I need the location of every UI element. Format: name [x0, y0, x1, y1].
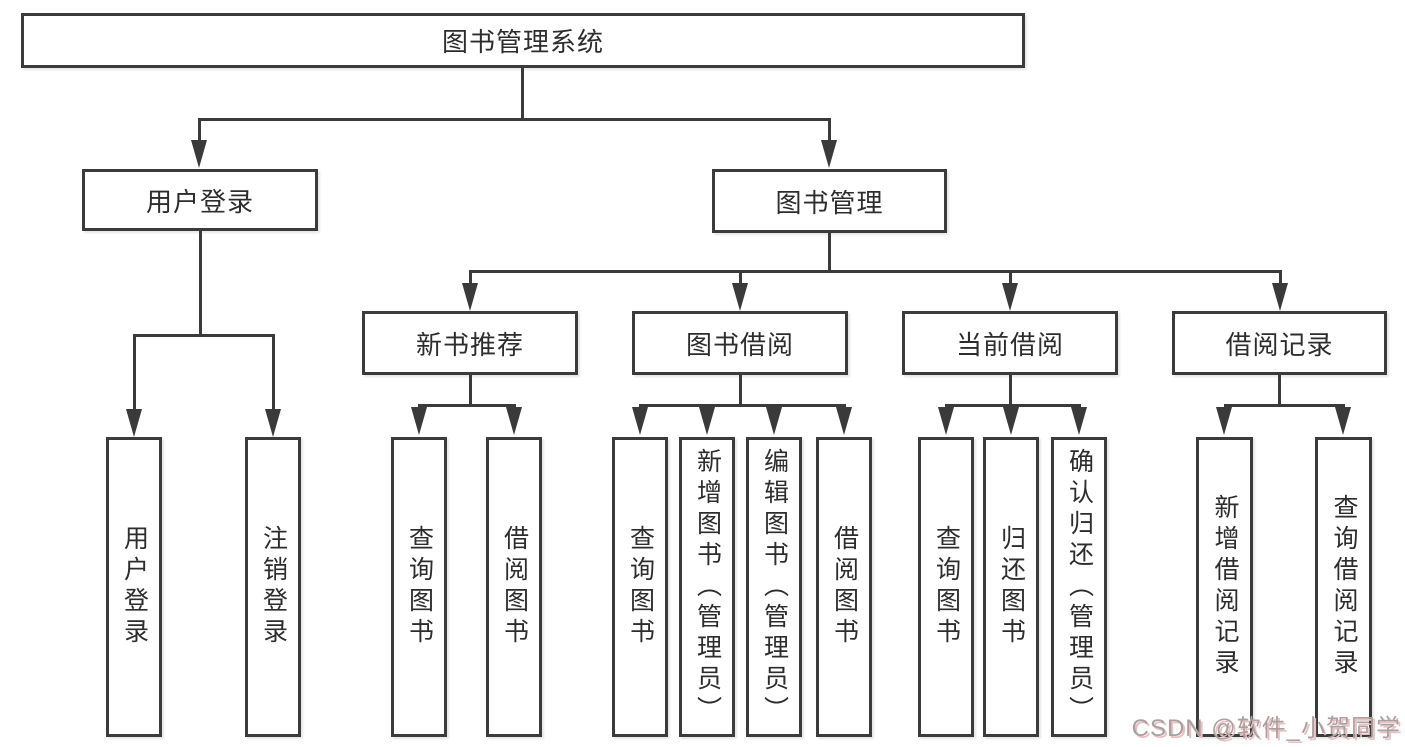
arrowhead-down-icon: [938, 407, 954, 435]
arrowhead-down-icon: [1335, 407, 1351, 435]
connector-line: [1008, 375, 1012, 407]
connector-line: [827, 118, 831, 144]
node-user-login-label: 用户登录: [145, 186, 254, 217]
connector-line: [1278, 375, 1281, 407]
node-current-borrowing-label: 当前借阅: [955, 329, 1064, 360]
leaf-add-book-admin: 新增图书（管理员）: [679, 437, 735, 737]
leaf-search-borrow-record: 查询借阅记录: [1315, 437, 1372, 737]
node-user-login: 用户登录: [82, 169, 318, 231]
arrowhead-down-icon: [699, 407, 715, 435]
node-book-borrowing-label: 图书借阅: [685, 329, 794, 360]
arrowhead-down-icon: [836, 407, 852, 435]
arrowhead-down-icon: [632, 407, 648, 435]
arrowhead-down-icon: [126, 409, 142, 437]
connector-line: [738, 375, 742, 407]
leaf-logout: 注销登录: [245, 437, 301, 737]
connector-line: [827, 233, 831, 273]
node-current-borrowing: 当前借阅: [902, 311, 1118, 375]
connector-line: [417, 404, 516, 407]
leaf-borrow-books-borrowing: 借阅图书: [816, 437, 872, 737]
arrowhead-down-icon: [1071, 407, 1087, 435]
arrowhead-down-icon: [1002, 283, 1018, 311]
connector-line: [132, 334, 136, 412]
node-borrowing-records: 借阅记录: [1172, 311, 1387, 375]
arrowhead-down-icon: [732, 283, 748, 311]
connector-line: [271, 334, 275, 412]
arrowhead-down-icon: [411, 407, 427, 435]
arrowhead-down-icon: [1272, 283, 1288, 311]
arrowhead-down-icon: [1003, 407, 1019, 435]
connector-line: [1223, 404, 1345, 407]
node-library-system: 图书管理系统: [21, 13, 1025, 68]
leaf-search-books-recommend: 查询图书: [391, 437, 447, 737]
connector-line: [1008, 270, 1012, 286]
leaf-borrow-books-recommend: 借阅图书: [486, 437, 542, 737]
leaf-add-borrow-record: 新增借阅记录: [1196, 437, 1253, 737]
arrowhead-down-icon: [1216, 407, 1232, 435]
node-book-borrowing: 图书借阅: [632, 311, 848, 375]
connector-line: [197, 118, 201, 144]
node-book-management: 图书管理: [712, 169, 947, 233]
connector-line: [132, 334, 275, 337]
arrowhead-down-icon: [766, 407, 782, 435]
csdn-watermark: CSDN @软件_小贺同学: [1131, 715, 1401, 742]
node-library-system-label: 图书管理系统: [441, 27, 604, 57]
leaf-return-book: 归还图书: [983, 437, 1039, 737]
connector-line: [738, 270, 742, 286]
connector-line: [521, 68, 524, 120]
arrowhead-down-icon: [191, 140, 207, 168]
connector-line: [468, 375, 472, 407]
arrowhead-down-icon: [821, 140, 837, 168]
connector-line: [198, 118, 831, 121]
node-book-management-label: 图书管理: [775, 187, 884, 218]
node-borrowing-records-label: 借阅记录: [1225, 329, 1334, 360]
connector-line: [198, 231, 202, 337]
node-new-book-recommend: 新书推荐: [362, 311, 578, 375]
leaf-user-login: 用户登录: [106, 437, 162, 737]
connector-line: [1278, 270, 1282, 286]
arrowhead-down-icon: [506, 407, 522, 435]
leaf-edit-book-admin: 编辑图书（管理员）: [746, 437, 802, 737]
leaf-search-books-current: 查询图书: [918, 437, 974, 737]
leaf-confirm-return-admin: 确认归还（管理员）: [1051, 437, 1107, 737]
node-new-book-recommend-label: 新书推荐: [415, 329, 524, 360]
connector-line: [944, 404, 1081, 407]
connector-line: [468, 270, 472, 286]
connector-line: [468, 270, 1282, 273]
arrowhead-down-icon: [462, 283, 478, 311]
connector-line: [638, 404, 846, 407]
leaf-search-books-borrowing: 查询图书: [612, 437, 668, 737]
arrowhead-down-icon: [265, 409, 281, 437]
